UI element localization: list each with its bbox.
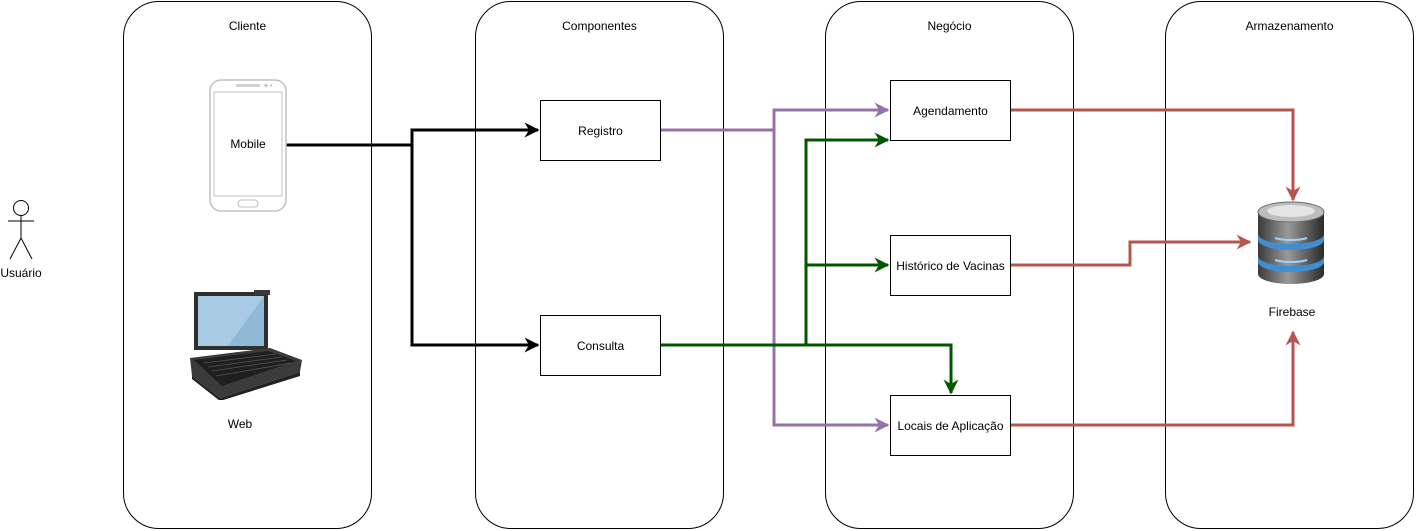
laptop-icon: [190, 290, 302, 400]
user-icon: [8, 200, 34, 260]
registro-component: Registro: [540, 100, 661, 161]
edge-mobile-registro: [286, 122, 540, 147]
edge-mobile-consulta: [286, 143, 540, 353]
edge-consulta-locais: [661, 343, 959, 395]
locais-service: Locais de Aplicação: [890, 395, 1011, 456]
edge-registro-locais: [661, 128, 890, 433]
lane-title-cliente: Cliente: [228, 19, 267, 33]
edge-historico-firebase: [1011, 234, 1252, 267]
lane-title-componentes: Componentes: [562, 19, 637, 33]
firebase-label: Firebase: [1268, 305, 1316, 319]
edge-agendamento-firebase: [1011, 108, 1301, 202]
web-label: Web: [227, 417, 253, 431]
lane-componentes: Componentes: [475, 1, 724, 529]
registro-label: Registro: [578, 123, 623, 138]
edge-locais-firebase: [1011, 330, 1301, 427]
edge-registro-agendamento: [661, 102, 890, 132]
mobile-label: Mobile: [230, 137, 266, 151]
actor-label: Usuário: [0, 266, 42, 280]
lane-title-negocio: Negócio: [927, 19, 972, 33]
database-icon: [1257, 201, 1325, 284]
consulta-component: Consulta: [540, 315, 661, 376]
locais-label: Locais de Aplicação: [897, 418, 1004, 433]
lane-title-armazenamento: Armazenamento: [1245, 19, 1334, 33]
historico-service: Histórico de Vacinas: [890, 235, 1011, 296]
consulta-label: Consulta: [576, 338, 625, 353]
smartphone-icon: [209, 79, 287, 212]
historico-label: Histórico de Vacinas: [896, 258, 1005, 273]
agendamento-label: Agendamento: [913, 103, 988, 118]
agendamento-service: Agendamento: [890, 80, 1011, 141]
